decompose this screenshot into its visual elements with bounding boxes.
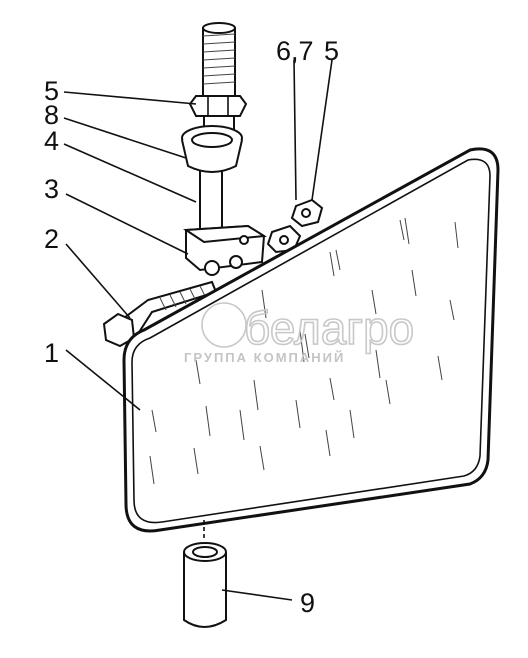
leader-lines	[63, 59, 333, 601]
sleeve	[183, 520, 227, 628]
watermark: белагро ГРУППА КОМПАНИЙ	[184, 301, 415, 365]
top-nut	[188, 95, 248, 131]
bracket	[182, 224, 268, 276]
part-labels: 5 8 4 3 2 1 6,7 5 9	[44, 36, 339, 618]
label-mirror: 1	[44, 338, 59, 368]
label-bracket: 3	[44, 174, 59, 204]
watermark-brand: белагро	[244, 302, 414, 354]
label-washer: 8	[44, 100, 59, 130]
cone-washer	[181, 125, 243, 173]
threaded-rod	[199, 22, 236, 231]
watermark-tagline: ГРУППА КОМПАНИЙ	[184, 350, 345, 365]
label-rod: 4	[44, 126, 59, 156]
label-nut-washer: 6,7	[276, 36, 314, 66]
label-bolt: 2	[44, 224, 59, 254]
mirror	[122, 147, 500, 533]
label-sleeve: 9	[300, 588, 315, 618]
label-nut-top: 5	[44, 76, 59, 106]
side-nuts	[266, 198, 324, 254]
label-nut-side: 5	[324, 36, 339, 66]
